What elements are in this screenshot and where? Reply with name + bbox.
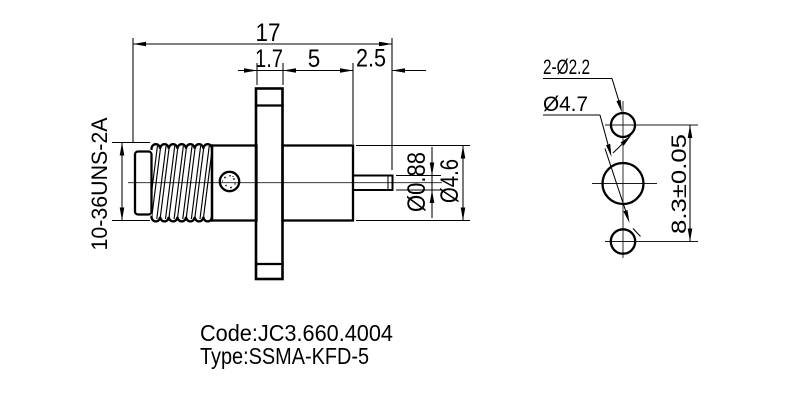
hole-pattern-text: 2-Ø2.2 bbox=[543, 56, 590, 79]
solder-hole bbox=[218, 170, 241, 193]
hole-spacing-text: 8.3±0.05 bbox=[668, 134, 691, 234]
dim-body-length-text: 5 bbox=[308, 45, 321, 73]
solder-hole-stipple bbox=[221, 175, 236, 189]
dim-thread-spec: 10-36UNS-2A bbox=[87, 117, 150, 251]
dim-flange-thickness-text: 1.7 bbox=[255, 45, 283, 73]
mounting-face-view: 2-Ø2.2 Ø4.7 8.3±0.05 bbox=[543, 56, 698, 258]
thread-flank-lines bbox=[152, 146, 212, 219]
dim-hole-spacing: 8.3±0.05 bbox=[668, 125, 693, 242]
bottom-mounting-hole bbox=[609, 228, 637, 255]
mounting-flange bbox=[254, 87, 284, 281]
connector-outline bbox=[133, 87, 394, 281]
top-mounting-hole bbox=[609, 111, 637, 139]
dim-pin-diameter-text: Ø0.88 bbox=[403, 152, 431, 212]
center-hole-diameter-text: Ø4.7 bbox=[543, 93, 588, 116]
dim-pin-diameter: Ø0.88 bbox=[396, 147, 441, 218]
dim-pin-length-text: 2.5 bbox=[356, 45, 386, 73]
title-block: Code:JC3.660.4004 Type:SSMA-KFD-5 bbox=[200, 320, 393, 369]
dim-overall-length-text: 17 bbox=[256, 19, 281, 47]
contact-pin bbox=[352, 174, 394, 191]
coupling-end-cap bbox=[133, 150, 153, 216]
thread-spec-text: 10-36UNS-2A bbox=[87, 117, 112, 250]
callout-mounting-holes: 2-Ø2.2 bbox=[543, 56, 641, 237]
part-code-text: Code:JC3.660.4004 bbox=[200, 320, 393, 346]
callout-center-hole: Ø4.7 bbox=[543, 93, 612, 157]
side-view: 17 1.7 5 2.5 10-36UNS-2A bbox=[87, 19, 470, 281]
dim-body-diameter-text: Ø4.6 bbox=[436, 159, 464, 203]
dim-body-diameter: Ø4.6 bbox=[356, 144, 470, 222]
dim-sub-lengths: 1.7 5 2.5 bbox=[238, 45, 426, 144]
part-type-text: Type:SSMA-KFD-5 bbox=[200, 343, 369, 369]
dim-overall-length: 17 bbox=[132, 19, 393, 170]
